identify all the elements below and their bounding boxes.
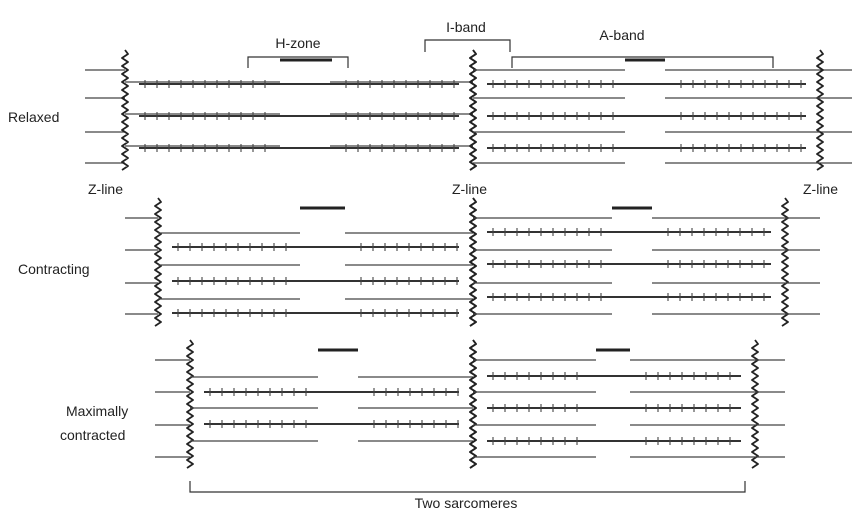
two-sarcomeres-label: Two sarcomeres [415, 495, 518, 511]
max-s1-z-line-left [186, 339, 194, 469]
z-line-label-left: Z-line [88, 181, 123, 197]
maximally-contracted-label-line1: Maximally [66, 403, 128, 419]
a-band-label: A-band [599, 27, 644, 43]
h-zone-label: H-zone [275, 35, 320, 51]
relaxed-label: Relaxed [8, 109, 59, 125]
z-line-label-middle: Z-line [452, 181, 487, 197]
contracting-label: Contracting [18, 261, 90, 277]
contracting-s1-z-line-left [154, 197, 162, 327]
contracting-s2-z-line-left [469, 197, 477, 327]
maximally-contracted-label-line2: contracted [60, 427, 125, 443]
z-line-label-right: Z-line [803, 181, 838, 197]
i-band-bracket [424, 39, 511, 52]
contracting-s2-z-line-right [781, 197, 789, 327]
i-band-label: I-band [446, 19, 486, 35]
filament-layer [85, 49, 852, 469]
relaxed-s2-z-line-left [469, 49, 477, 171]
relaxed-s2-z-line-right [816, 49, 824, 171]
a-band-bracket [511, 56, 774, 68]
relaxed-s1-z-line-left [121, 49, 129, 171]
two-sarcomeres-bracket [189, 481, 746, 493]
h-zone-bracket [247, 56, 349, 68]
max-s2-z-line-right [751, 339, 759, 469]
max-s2-z-line-left [469, 339, 477, 469]
